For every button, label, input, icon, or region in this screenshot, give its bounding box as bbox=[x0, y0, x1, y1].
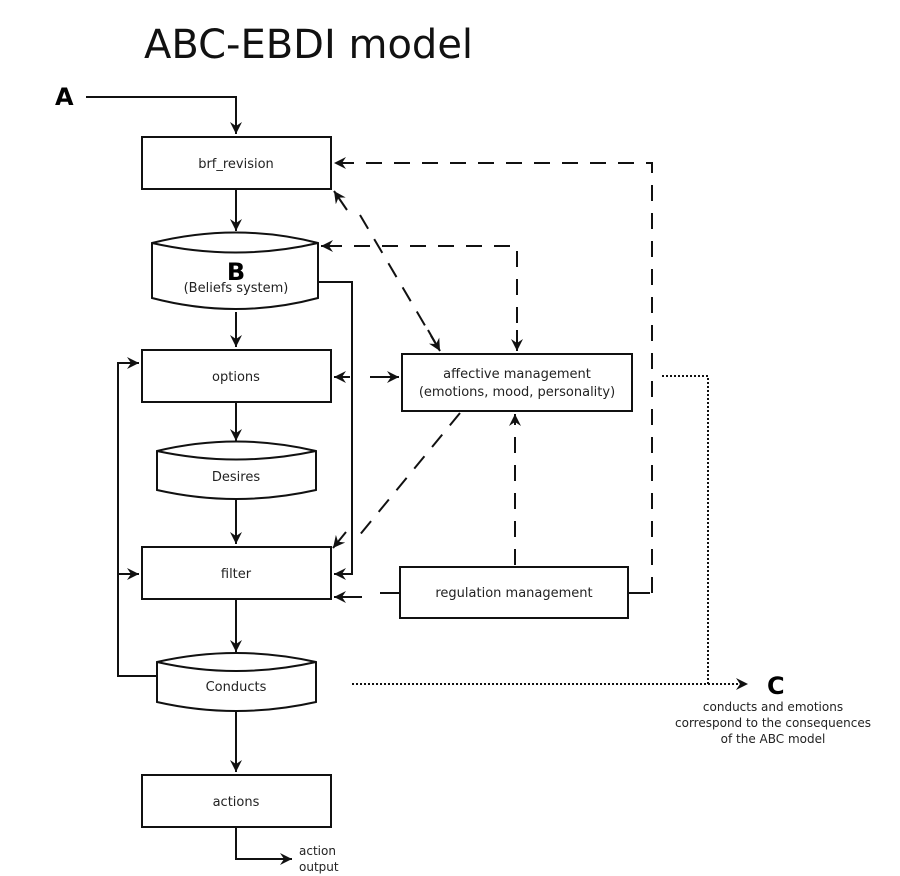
action-output-label-1: action bbox=[299, 844, 336, 858]
filter-node: filter bbox=[141, 546, 332, 600]
consequence-note-1: conducts and emotions bbox=[703, 700, 843, 714]
desires-node: Desires bbox=[156, 440, 317, 500]
arrow-action-output bbox=[235, 827, 292, 865]
options-node: options bbox=[141, 349, 332, 403]
feedback-conducts-to-options bbox=[117, 357, 157, 677]
arrow-beliefs-to-filter bbox=[318, 281, 353, 580]
conducts-label: Conducts bbox=[206, 680, 267, 695]
arrow-affective-to-filter bbox=[357, 412, 461, 538]
arrow-regulation-to-brf-revision bbox=[334, 157, 653, 593]
consequence-note-2: correspond to the consequences bbox=[675, 716, 871, 730]
affective-label-1: affective management bbox=[443, 367, 591, 382]
affective-label-2: (emotions, mood, personality) bbox=[419, 385, 615, 400]
consequence-note-3: of the ABC model bbox=[721, 732, 826, 746]
marker-a: A bbox=[55, 83, 74, 111]
input-a-arrow bbox=[86, 96, 242, 134]
beliefs-label: (Beliefs system) bbox=[184, 281, 289, 296]
beliefs-system-node: B (Beliefs system) bbox=[151, 231, 319, 310]
affective-management-node: affective management (emotions, mood, pe… bbox=[401, 353, 633, 412]
conducts-node: Conducts bbox=[156, 652, 317, 712]
regulation-label: regulation management bbox=[435, 586, 592, 601]
actions-label: actions bbox=[213, 795, 260, 810]
brf-revision-label: brf_revision bbox=[198, 157, 274, 172]
filter-label: filter bbox=[221, 567, 252, 582]
desires-label: Desires bbox=[212, 470, 260, 485]
action-output-label-2: output bbox=[299, 860, 339, 874]
brf-revision-node: brf_revision bbox=[141, 136, 332, 190]
arrow-affective-beliefs-link bbox=[321, 245, 518, 351]
options-label: options bbox=[212, 370, 260, 385]
actions-node: actions bbox=[141, 774, 332, 828]
marker-b: B bbox=[227, 258, 245, 286]
dotted-affective-to-c bbox=[662, 375, 709, 684]
diagram-title: ABC-EBDI model bbox=[144, 22, 473, 68]
regulation-management-node: regulation management bbox=[399, 566, 629, 619]
marker-c: C bbox=[767, 672, 785, 700]
